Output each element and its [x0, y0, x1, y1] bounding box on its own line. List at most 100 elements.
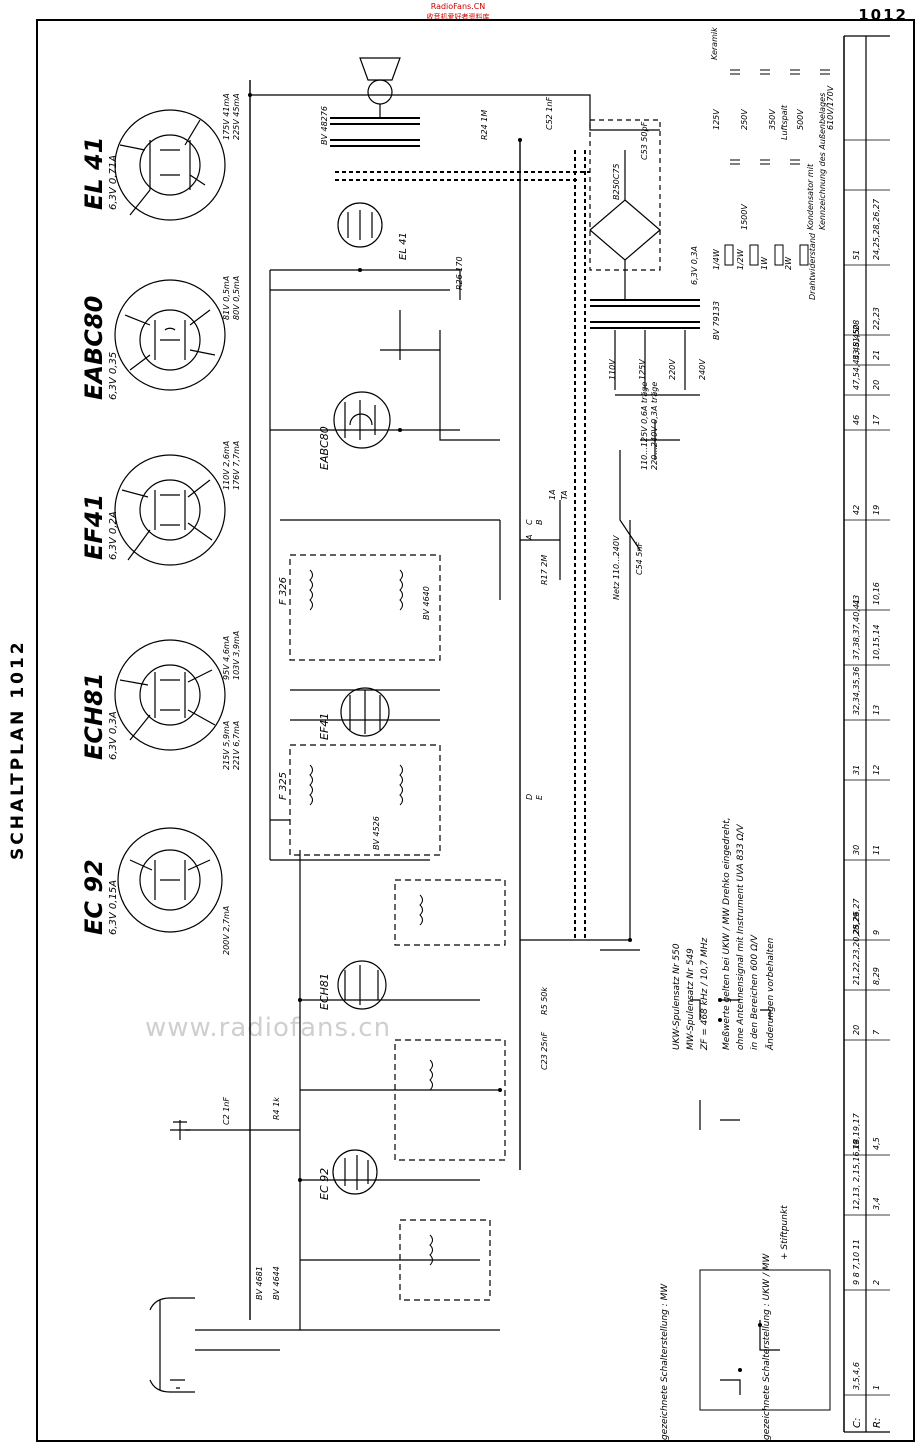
stage-label-ech81: ECH81: [318, 973, 331, 1010]
table-cell: 11: [872, 844, 881, 855]
mains-input-label: Netz 110...240V: [612, 535, 621, 600]
note-if-frequency: ZF = 468 kHz / 10,7 MHz: [700, 937, 710, 1050]
legend-res-quarter-w: 1/4W: [712, 249, 721, 270]
table-cell: 20: [872, 379, 881, 390]
pilot-lamp-label: 6,3V 0,3A: [690, 246, 699, 285]
tube-supply-ef41-2: 176V 7,7mA: [232, 440, 241, 490]
legend-luftspalt: Luftspalt: [780, 105, 789, 140]
table-cell: 43: [852, 594, 861, 605]
legend-cap-note-1: Kondensator mit: [806, 163, 815, 230]
switch-legend-mw-title: gezeichnete Schalterstellung : MW: [660, 1283, 670, 1440]
legend-cap-500v: 500V: [796, 109, 805, 130]
antenna-symbols: [149, 1120, 300, 1393]
table-cell: 9: [872, 929, 881, 935]
table-cell: 7: [872, 1029, 881, 1035]
coil-bv4526: BV 4526: [372, 816, 381, 850]
tube-supply-ech81-2: 103V 3,9mA: [232, 630, 241, 680]
switch-contact-d: D: [525, 793, 534, 800]
table-cell: 46: [852, 414, 861, 425]
legend-keramik: Keramik: [710, 27, 719, 60]
component-legend-symbols: [724, 69, 830, 266]
legend-res-2w: 2W: [784, 257, 793, 270]
capacitor-c19: C23 25nF: [540, 1031, 549, 1070]
table-cell: 1: [872, 1384, 881, 1390]
tube-supply-ech81-3: 215V 5,9mA: [222, 720, 231, 770]
stage-label-eabc80: EABC80: [318, 426, 331, 470]
stage-label-ef41: EF41: [318, 712, 331, 740]
table-cell: 13: [872, 704, 881, 715]
tube-supply-ech81-4: 221V 6,7mA: [232, 720, 241, 770]
capacitor-c2: C2 1nF: [222, 1097, 231, 1125]
table-cell: 2: [872, 1279, 881, 1285]
capacitor-c51: C53 50pF: [640, 121, 649, 160]
tube-ec92-symbol: [332, 1149, 378, 1195]
tube-label-eabc80: EABC80: [80, 295, 108, 400]
table-cell: 3,5,4,6: [852, 1362, 861, 1390]
table-cell: 4,5: [872, 1137, 881, 1150]
table-cell: 3,4: [872, 1197, 881, 1210]
stage-label-el41: EL 41: [398, 232, 409, 260]
switch-contact-c: C: [525, 519, 534, 525]
note-changes-reserved: Änderungen vorbehalten: [766, 937, 776, 1050]
tube-supply-el41-2: 225V 45mA: [232, 93, 241, 140]
table-cell: 9 8 7,10 11: [852, 1239, 861, 1285]
table-cell: 21: [872, 349, 881, 360]
source-name: RadioFans.CN: [430, 2, 486, 11]
tube-supply-eabc80-1: 81V 0,5mA: [222, 275, 231, 320]
bandfilter-label-f325: F 325: [278, 771, 289, 800]
switch-legend-ukw: [699, 1269, 831, 1411]
table-cell: 22,23: [872, 307, 881, 330]
resistor-r15: R17 2M: [540, 554, 549, 585]
resistor-r4: R4 1k: [272, 1097, 281, 1120]
tube-ech81-symbol: [337, 960, 387, 1010]
table-row-key-c: C:: [852, 1417, 863, 1428]
tube-supply-el41-1: 175V 41mA: [222, 93, 231, 140]
legend-cap-250v: 250V: [740, 109, 749, 130]
switch-contact-e: E: [535, 794, 544, 800]
tube-supply-eabc80-2: 80V 0,5mA: [232, 275, 241, 320]
mains-voltage-125: 125V: [638, 359, 647, 380]
legend-cap-note-2: Kennzeichnung des Außenbelages: [818, 92, 827, 230]
rectifier-label: B250C75: [612, 163, 621, 200]
tube-socket-el41: [114, 109, 226, 221]
note-measurement-2: ohne Antennensignal mit Instrument UVA 8…: [736, 824, 746, 1050]
coil-bv4644: BV 4644: [272, 1266, 281, 1300]
legend-cap-350v: 350V: [768, 109, 777, 130]
tube-supply-ef41-1: 110V 2,6mA: [222, 440, 231, 490]
frame-border: [36, 19, 915, 1442]
tube-socket-ec92: [117, 827, 223, 933]
switch-legend-mw: [690, 999, 771, 1130]
tube-spec-ech81: 6,3V 0,3A: [108, 711, 119, 760]
capacitor-c50: C52 1nF: [545, 96, 554, 130]
tube-spec-eabc80: 6,3V 0,35: [108, 351, 119, 400]
table-cell: 8,29: [872, 967, 881, 985]
terminal-ta: TA: [560, 490, 569, 500]
note-measurement-1: Meßwerte gelten bei UKW / MW Drehko eing…: [722, 817, 732, 1050]
tube-label-ec92: EC 92: [80, 859, 108, 935]
bridge-rectifier: [589, 150, 661, 300]
tube-supply-ech81-1: 95V 4,6mA: [222, 635, 231, 680]
table-cell: 51: [852, 249, 861, 260]
coil-bv4640: BV 4640: [422, 586, 431, 620]
tube-spec-el41: 6,3V 0,71A: [108, 154, 119, 210]
ukw-coil-box: [394, 1039, 506, 1161]
resistor-r26: R26 170: [455, 256, 464, 290]
table-cell: 24,25,28,26,27: [872, 198, 881, 260]
table-cell: 31: [852, 764, 861, 775]
stage-label-ec92: EC 92: [318, 1167, 331, 1200]
terminal-1a: 1A: [548, 489, 557, 500]
table-cell: 20: [852, 1024, 861, 1035]
tube-ef41-symbol: [340, 687, 390, 737]
output-transformer-label: BV 48276: [320, 106, 329, 145]
tube-spec-ec92: 6,3V 0,15A: [108, 879, 119, 935]
fuse-note-2: 220...240V 0,3A träge: [650, 381, 659, 470]
output-transformer: [330, 117, 420, 147]
switch-contact-b: B: [535, 519, 544, 526]
tube-eabc80-symbol: [333, 391, 391, 449]
switch-contact-a: A: [525, 534, 534, 540]
table-cell: 10,15,14: [872, 624, 881, 660]
resistor-r5: R5 50k: [540, 986, 549, 1015]
coil-bv4681: BV 4681: [255, 1266, 264, 1300]
mains-transformer: [590, 299, 700, 329]
